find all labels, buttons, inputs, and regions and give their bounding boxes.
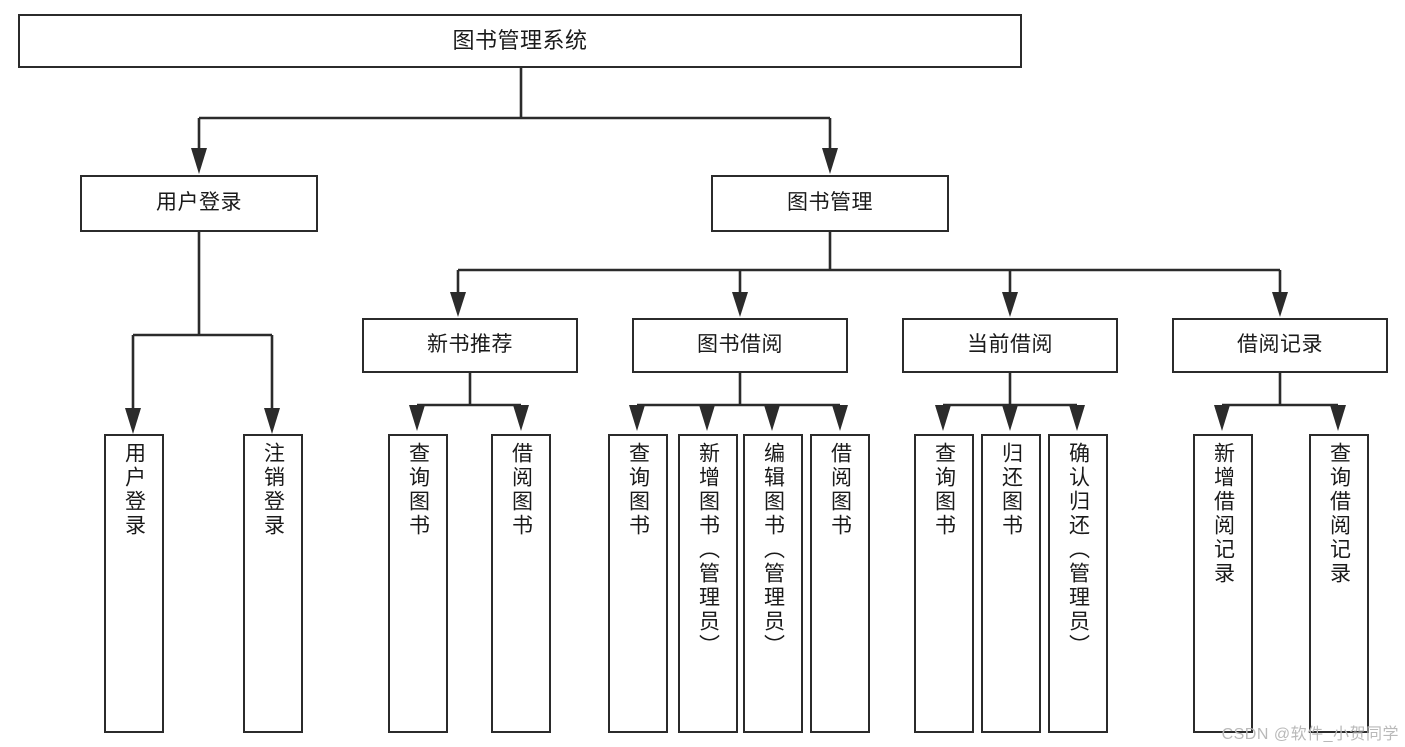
connector-root-to-level2 xyxy=(191,68,838,174)
node-label: 借阅图书 xyxy=(828,442,852,538)
node-label: 图书管理 xyxy=(787,191,873,215)
node-label: 当前借阅 xyxy=(967,333,1053,357)
node-leaf-query-book-borrow[interactable]: 查询图书 xyxy=(608,434,668,733)
node-leaf-borrow-book-recommend[interactable]: 借阅图书 xyxy=(491,434,551,733)
connector-bookmanage-to-level3 xyxy=(450,232,1288,317)
node-label: 查询图书 xyxy=(406,442,430,538)
node-leaf-confirm-return[interactable]: 确认归还（管理员） xyxy=(1048,434,1108,733)
node-label: 查询图书 xyxy=(626,442,650,538)
node-book-management-system[interactable]: 图书管理系统 xyxy=(18,14,1022,68)
node-leaf-add-book[interactable]: 新增图书（管理员） xyxy=(678,434,738,733)
node-leaf-edit-book[interactable]: 编辑图书（管理员） xyxy=(743,434,803,733)
node-label: 查询借阅记录 xyxy=(1327,442,1351,586)
node-current-borrow[interactable]: 当前借阅 xyxy=(902,318,1118,373)
node-book-borrow[interactable]: 图书借阅 xyxy=(632,318,848,373)
node-label: 图书借阅 xyxy=(697,333,783,357)
connector-bookborrow-to-leaves xyxy=(629,373,848,431)
node-leaf-user-login[interactable]: 用户登录 xyxy=(104,434,164,733)
connector-userlogin-to-leaves xyxy=(125,232,280,434)
node-label: 图书管理系统 xyxy=(452,28,588,54)
node-label: 注销登录 xyxy=(261,442,285,538)
node-label: 确认归还（管理员） xyxy=(1066,442,1090,658)
node-label: 借阅图书 xyxy=(509,442,533,538)
connector-borrowrecord-to-leaves xyxy=(1214,373,1346,431)
node-user-login[interactable]: 用户登录 xyxy=(80,175,318,232)
node-label: 新增借阅记录 xyxy=(1211,442,1235,586)
connector-currentborrow-to-leaves xyxy=(935,373,1085,431)
node-leaf-borrow-book[interactable]: 借阅图书 xyxy=(810,434,870,733)
node-label: 新书推荐 xyxy=(427,333,513,357)
node-leaf-query-book-recommend[interactable]: 查询图书 xyxy=(388,434,448,733)
node-label: 借阅记录 xyxy=(1237,333,1323,357)
node-label: 新增图书（管理员） xyxy=(696,442,720,658)
node-label: 归还图书 xyxy=(999,442,1023,538)
node-leaf-query-book-current[interactable]: 查询图书 xyxy=(914,434,974,733)
node-new-book-recommend[interactable]: 新书推荐 xyxy=(362,318,578,373)
node-leaf-add-borrow-record[interactable]: 新增借阅记录 xyxy=(1193,434,1253,733)
node-leaf-user-logout[interactable]: 注销登录 xyxy=(243,434,303,733)
node-label: 查询图书 xyxy=(932,442,956,538)
connector-newbook-to-leaves xyxy=(409,373,529,431)
node-label: 用户登录 xyxy=(156,191,242,215)
node-borrow-record[interactable]: 借阅记录 xyxy=(1172,318,1388,373)
node-leaf-query-borrow-record[interactable]: 查询借阅记录 xyxy=(1309,434,1369,733)
node-book-management[interactable]: 图书管理 xyxy=(711,175,949,232)
node-label: 用户登录 xyxy=(122,442,146,538)
node-leaf-return-book[interactable]: 归还图书 xyxy=(981,434,1041,733)
node-label: 编辑图书（管理员） xyxy=(761,442,785,658)
